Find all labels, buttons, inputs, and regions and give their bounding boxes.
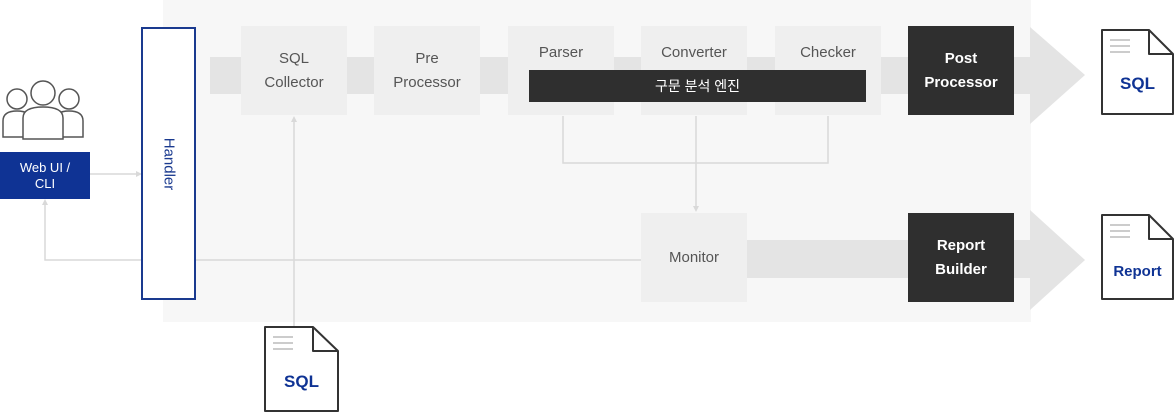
post-processor-line2: Processor [924,73,998,91]
pre-processor-box: Pre Processor [374,26,480,115]
sql-output-label: SQL [1120,74,1155,93]
handler-to-webui-line [44,201,141,261]
sql-collector-line1: SQL [278,49,309,67]
parsing-engine-bar: 구문 분석 엔진 [529,70,866,102]
engine-to-monitor-arrow [693,206,699,212]
report-output-label: Report [1113,263,1162,280]
sql-output-doc-icon [1101,29,1174,115]
monitor-label: Monitor [668,248,720,266]
sql-collector-box: SQL Collector [241,26,347,115]
post-processor-box: Post Processor [908,26,1014,115]
sql-input-doc-icon [264,326,339,412]
webui-line2: CLI [34,175,56,191]
converter-label: Converter [661,44,727,61]
collector-up-arrow [291,116,297,122]
main-flow-arrowhead [1030,27,1085,124]
pre-processor-line1: Pre [415,49,439,67]
sql-input-label: SQL [284,372,319,391]
engine-label: 구문 분석 엔진 [654,78,741,94]
report-output-doc-icon [1101,214,1174,300]
checker-label: Checker [800,44,856,61]
parser-label: Parser [538,44,584,61]
post-processor-line1: Post [944,49,978,67]
webui-to-handler-arrow [136,171,142,177]
report-builder-line1: Report [936,236,986,254]
handler-to-webui-arrow [42,199,48,205]
report-flow-arrowhead [1030,210,1085,310]
report-builder-box: Report Builder [908,213,1014,302]
handler-box: Handler [141,27,196,300]
sql-collector-line2: Collector [264,73,324,91]
pre-processor-line2: Processor [393,73,461,91]
webui-line1: Web UI / [19,159,71,175]
monitor-box: Monitor [641,213,747,302]
report-builder-line2: Builder [935,260,987,278]
handler-label: Handler [160,137,177,190]
webui-cli-box: Web UI / CLI [0,152,90,199]
users-icon [2,80,84,140]
